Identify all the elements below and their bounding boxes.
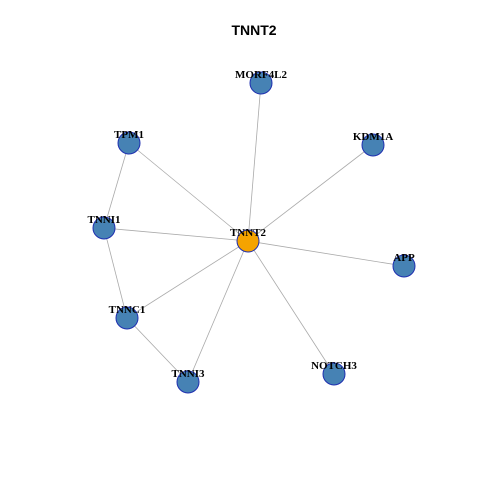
node-kdm1a: KDM1A: [353, 131, 393, 157]
node-label-tpm1: TPM1: [114, 129, 144, 141]
node-circle-tnni1: [92, 216, 116, 240]
edge-tnnt2-tnni1: [103, 227, 249, 242]
edge-tnnt2-notch3: [247, 240, 335, 375]
node-tnnc1: TNNC1: [109, 304, 146, 330]
node-label-tnni1: TNNI1: [87, 214, 120, 226]
edge-tnnt2-morf4l2: [247, 82, 262, 242]
node-morf4l2: MORF4L2: [235, 69, 287, 95]
node-circle-tpm1: [117, 131, 141, 155]
edge-tnni1-tnnc1: [103, 227, 128, 319]
node-label-morf4l2: MORF4L2: [235, 69, 287, 81]
node-label-tnni3: TNNI3: [171, 368, 205, 380]
node-circle-morf4l2: [249, 71, 273, 95]
node-circle-tnnt2: [236, 229, 260, 253]
node-label-tnnt2: TNNT2: [230, 227, 267, 239]
edge-layer: [103, 82, 405, 383]
node-label-notch3: NOTCH3: [311, 360, 357, 372]
edge-tnnt2-app: [247, 240, 405, 267]
graph-title: TNNT2: [231, 22, 276, 38]
node-tnni1: TNNI1: [87, 214, 121, 240]
node-circle-tnnc1: [115, 306, 139, 330]
node-label-app: APP: [393, 252, 415, 264]
node-app: APP: [392, 252, 416, 278]
node-circle-notch3: [322, 362, 346, 386]
node-notch3: NOTCH3: [311, 360, 357, 386]
node-tnnt2: TNNT2: [230, 227, 267, 253]
node-label-kdm1a: KDM1A: [353, 131, 393, 143]
node-circle-app: [392, 254, 416, 278]
node-tpm1: TPM1: [114, 129, 144, 155]
node-circle-kdm1a: [361, 133, 385, 157]
node-circle-tnni3: [176, 370, 200, 394]
edge-tpm1-tnni1: [103, 142, 130, 229]
edge-tnnc1-tnni3: [126, 317, 189, 383]
edge-tnnt2-tpm1: [128, 142, 249, 242]
node-label-tnnc1: TNNC1: [109, 304, 146, 316]
edge-tnnt2-tnni3: [187, 240, 249, 383]
edge-tnnt2-tnnc1: [126, 240, 249, 319]
node-tnni3: TNNI3: [171, 368, 205, 394]
edge-tnnt2-kdm1a: [247, 144, 374, 242]
